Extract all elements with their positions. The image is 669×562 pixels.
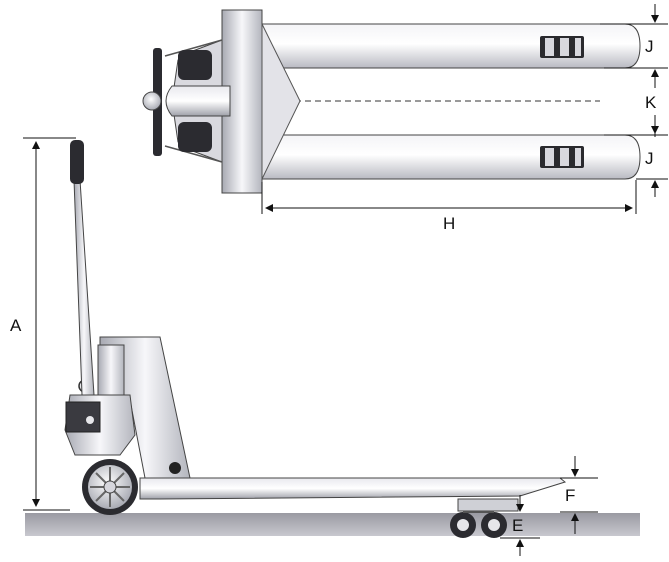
top-view: [142, 9, 641, 194]
top-fork-roller-lower: [540, 146, 584, 168]
top-steer-wheel-upper: [178, 50, 212, 80]
side-pump-block: [65, 401, 101, 433]
side-view: [25, 140, 640, 538]
side-chassis-bolt: [169, 462, 181, 474]
label-E: E: [512, 516, 523, 535]
side-fork-roller: [450, 498, 519, 538]
ground-floor: [25, 513, 640, 536]
top-drawbar: [165, 85, 231, 117]
top-fork-bridge: [261, 23, 301, 180]
side-handle-grip: [70, 140, 84, 184]
top-steer-wheel-lower: [178, 122, 212, 152]
side-fork: [139, 477, 567, 500]
side-steer-wheel: [82, 459, 138, 515]
label-F: F: [565, 486, 575, 505]
label-K: K: [645, 93, 657, 112]
label-H: H: [443, 214, 455, 233]
label-A: A: [10, 316, 22, 335]
label-J-bottom: J: [645, 149, 654, 168]
top-fork-roller-upper: [540, 36, 584, 58]
dimension-lines: [23, 4, 668, 556]
top-pivot: [142, 91, 162, 111]
label-J-top: J: [645, 37, 654, 56]
side-handle-shaft: [73, 179, 95, 396]
